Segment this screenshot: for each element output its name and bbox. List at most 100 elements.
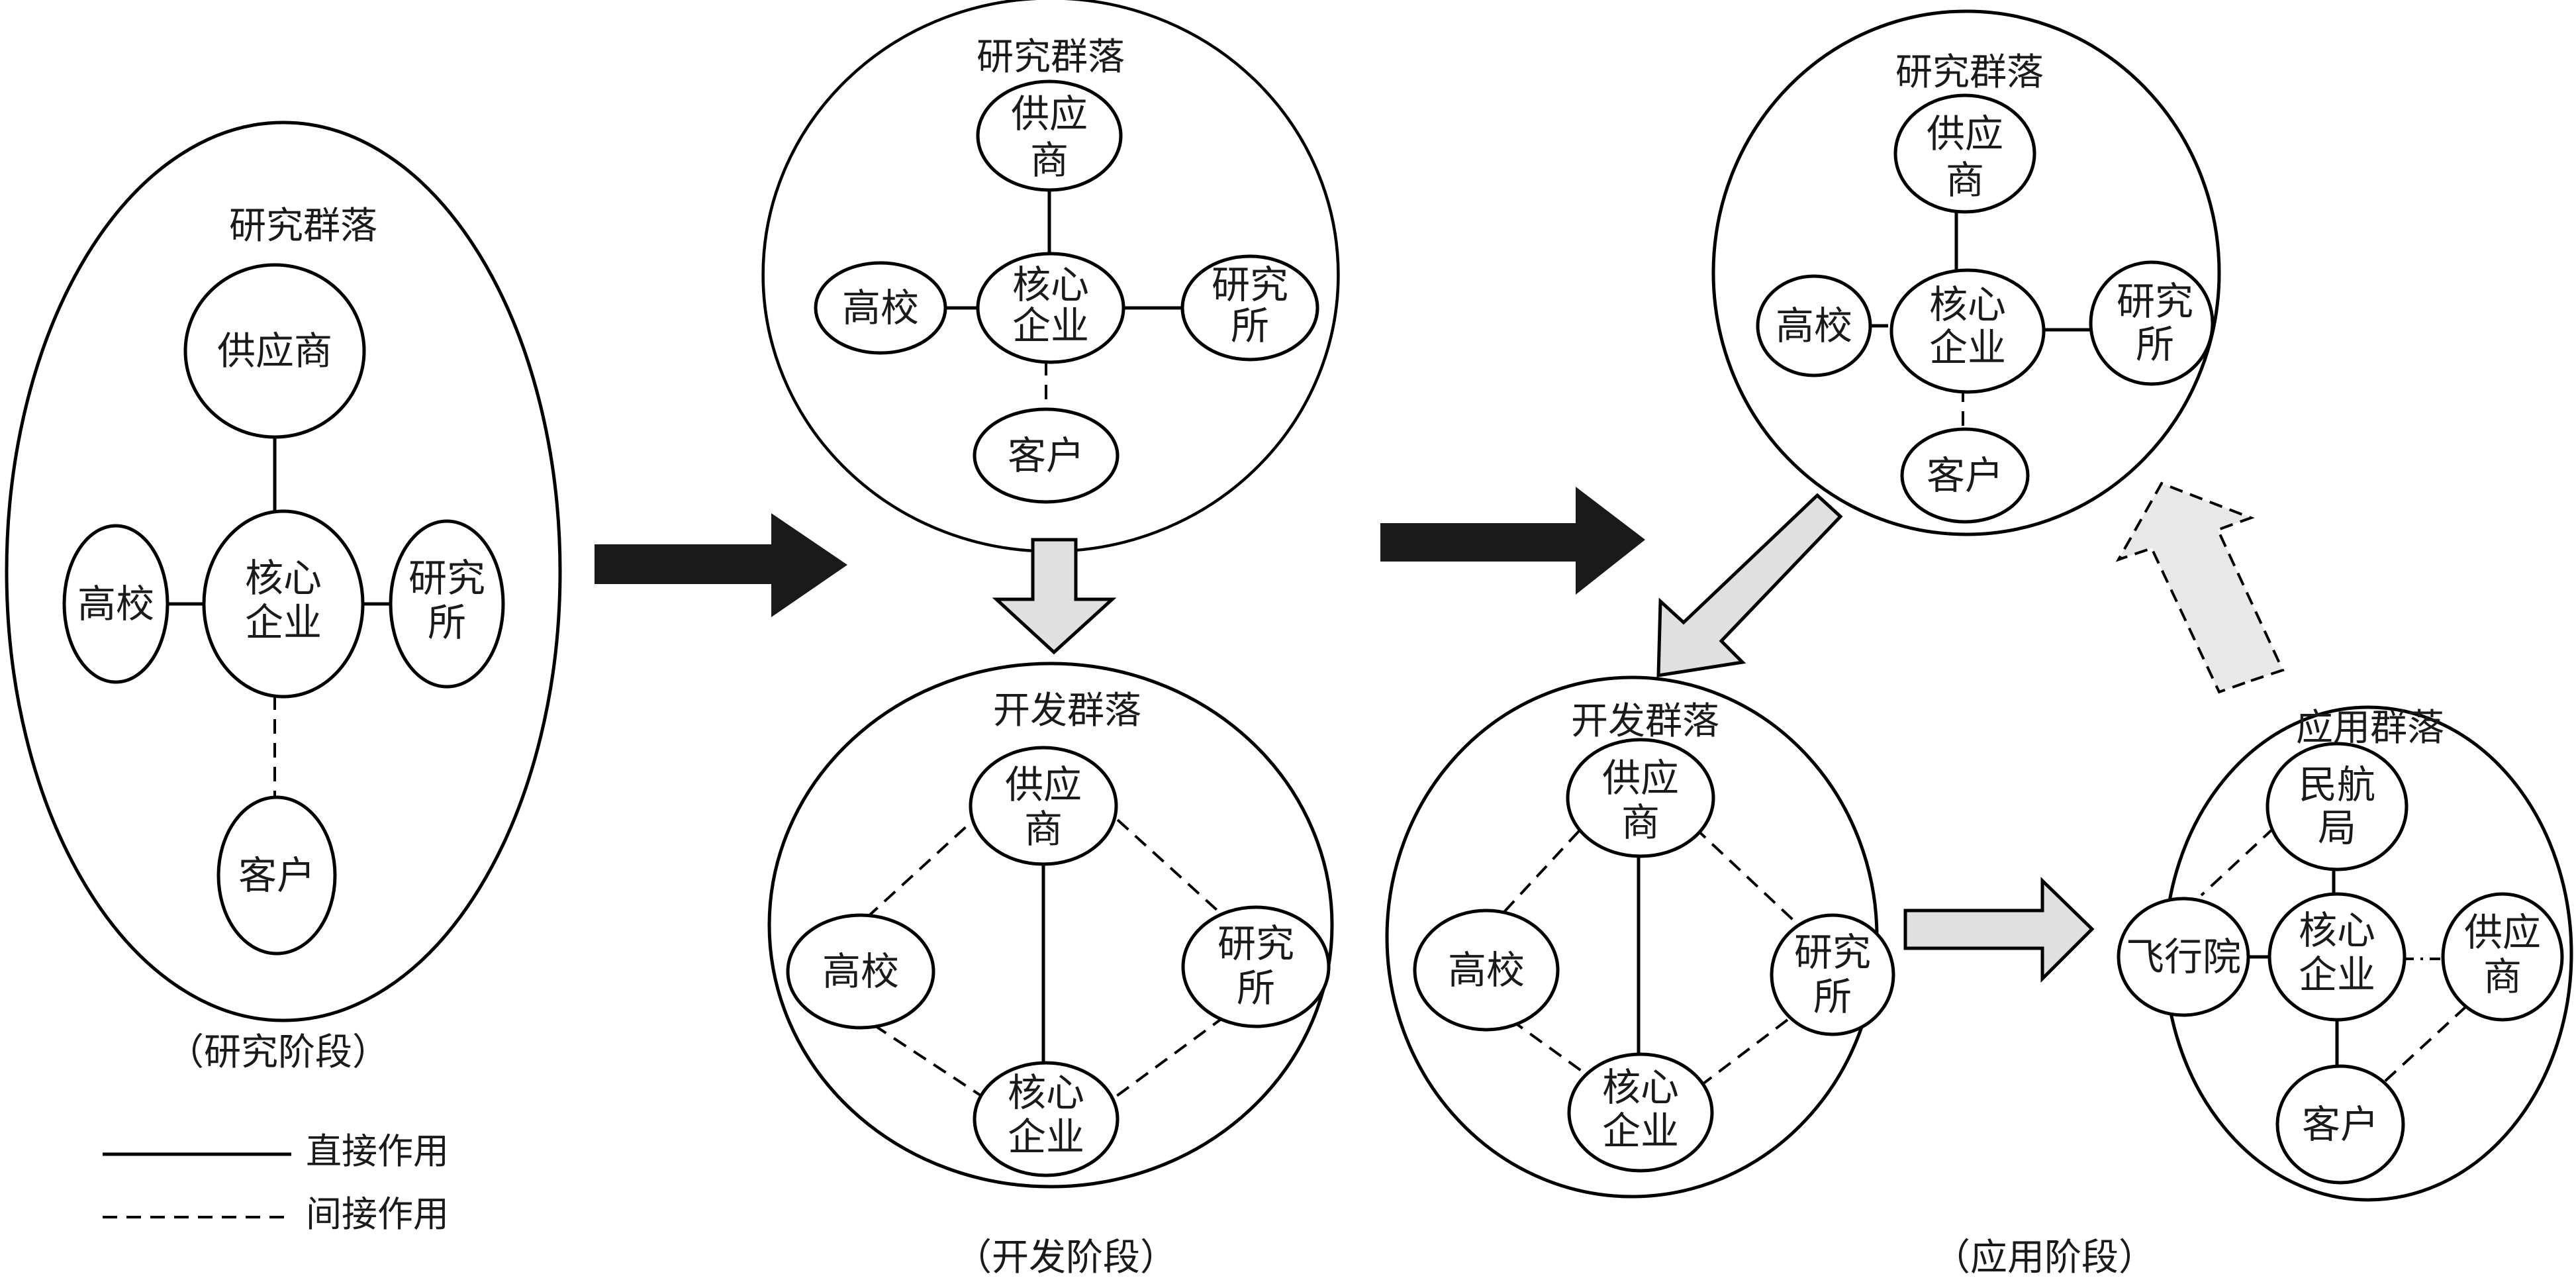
node-label: 研究 <box>1217 921 1294 966</box>
legend-indirect-label: 间接作用 <box>306 1193 449 1235</box>
node-label: 研究 <box>408 556 485 601</box>
node-core-enterprise <box>202 509 365 699</box>
cluster-title: 研究群落 <box>1895 51 2044 94</box>
app-stage-dev-cluster: 开发群落 供应 商 高校 研究 所 核心 企业 <box>1385 675 1895 1199</box>
flow-arrow-research-to-dev-diagonal <box>1656 493 1843 677</box>
node-core-enterprise <box>1889 268 2046 394</box>
node-supplier <box>1893 93 2036 214</box>
node-label: 高校 <box>842 285 919 330</box>
cluster-title: 开发群落 <box>1571 700 1719 743</box>
node-supplier <box>1566 738 1715 858</box>
node-label: 供应 <box>1011 91 1088 136</box>
node-university <box>62 524 169 684</box>
feedback-arrow-app-to-research <box>2115 481 2285 694</box>
node-label: 客户 <box>2302 1102 2379 1147</box>
node-label: 供应 <box>1927 111 2003 156</box>
node-label: 供应 <box>1602 756 1679 801</box>
node-label: 所 <box>2136 322 2174 367</box>
node-label: 商 <box>1946 158 1984 203</box>
research-stage-cluster: 研究群落 供应商 高校 核心 企业 研究 所 客户 <box>5 121 562 1022</box>
node-university <box>1756 274 1872 377</box>
node-supplier <box>183 263 366 439</box>
node-core-enterprise <box>2267 892 2407 1022</box>
node-label: 供应商 <box>217 328 332 373</box>
node-customer <box>973 407 1120 504</box>
app-stage-app-cluster: 应用群落 民航 局 飞行院 核心 企业 供应 商 客户 <box>2117 705 2573 1202</box>
node-caac <box>2266 742 2409 871</box>
node-institute <box>1180 254 1319 362</box>
node-label: 核心 <box>245 556 322 601</box>
node-label: 核心 <box>2299 908 2375 953</box>
node-label: 供应 <box>1005 762 1082 807</box>
node-label: 客户 <box>238 853 315 898</box>
dev-stage-research-cluster: 研究群落 供应 商 高校 核心 企业 研究 所 客户 <box>761 0 1340 553</box>
dev-cluster-boundary <box>767 662 1334 1189</box>
node-label: 商 <box>2483 954 2522 999</box>
node-university <box>1413 909 1560 1032</box>
node-label: 核心 <box>1012 262 1089 307</box>
node-supplier <box>969 746 1118 866</box>
edge-supplier-university <box>866 810 984 918</box>
node-university <box>814 261 947 355</box>
node-label: 高校 <box>77 581 154 626</box>
node-core-enterprise <box>1567 1052 1714 1173</box>
edge-supplier-university <box>1495 830 1580 922</box>
edge-supplier-institute <box>1693 826 1802 928</box>
node-label: 商 <box>1621 800 1660 845</box>
node-label: 企业 <box>1008 1114 1084 1160</box>
node-label: 企业 <box>1012 303 1089 348</box>
node-label: 高校 <box>1448 948 1525 993</box>
node-core-enterprise <box>976 252 1125 364</box>
app-stage-research-cluster: 研究群落 供应 商 高校 核心 企业 研究 所 客户 <box>1711 9 2221 536</box>
cluster-title: 研究群落 <box>229 205 377 248</box>
node-customer <box>216 795 337 956</box>
node-label: 研究 <box>1794 930 1871 975</box>
cluster-title: 应用群落 <box>2296 707 2444 750</box>
node-label: 飞行院 <box>2126 934 2241 979</box>
node-label: 研究 <box>2117 279 2193 324</box>
node-label: 民航 <box>2299 762 2375 807</box>
legend-direct-label: 直接作用 <box>306 1130 449 1172</box>
edge-caac-flight-academy <box>2200 826 2275 897</box>
stage-label-dev: （开发阶段） <box>955 1236 1177 1279</box>
cluster-title: 开发群落 <box>993 689 1141 732</box>
node-label: 高校 <box>822 949 899 994</box>
edge-institute-core <box>1699 1018 1789 1087</box>
node-customer <box>1900 427 2030 524</box>
cluster-title: 研究群落 <box>977 36 1125 79</box>
node-label: 商 <box>1030 138 1069 183</box>
node-label: 客户 <box>1008 433 1084 478</box>
node-label: 高校 <box>1776 303 1852 348</box>
stage-label-app: （应用阶段） <box>1933 1236 2156 1279</box>
node-label: 商 <box>1024 807 1063 852</box>
stage-arrow-2 <box>1380 487 1645 595</box>
node-label: 客户 <box>1927 453 2003 498</box>
node-label: 所 <box>428 600 466 645</box>
node-label: 企业 <box>245 600 322 645</box>
node-institute <box>1770 913 1895 1036</box>
dev-stage-dev-cluster: 开发群落 供应 商 高校 研究 所 核心 企业 <box>767 662 1334 1189</box>
node-label: 供应 <box>2464 910 2541 955</box>
node-label: 核心 <box>1929 282 2006 327</box>
node-customer <box>2275 1064 2405 1185</box>
node-university <box>786 913 935 1030</box>
stage-arrow-1 <box>595 513 847 617</box>
edge-university-core <box>1509 1018 1584 1073</box>
node-label: 核心 <box>1602 1065 1679 1110</box>
node-label: 局 <box>2318 805 2356 850</box>
node-label: 研究 <box>1212 262 1288 307</box>
node-core-enterprise <box>973 1061 1120 1177</box>
flow-arrow-dev-to-app <box>1903 877 2095 983</box>
node-supplier <box>2441 892 2564 1022</box>
flow-arrow-research-to-dev <box>992 538 1117 655</box>
node-label: 核心 <box>1008 1070 1084 1115</box>
node-institute <box>2089 260 2215 386</box>
node-label: 企业 <box>2299 952 2375 997</box>
node-flight-academy <box>2117 897 2250 1017</box>
edge-supplier-institute <box>1116 818 1226 918</box>
node-label: 企业 <box>1929 325 2006 370</box>
node-label: 企业 <box>1602 1109 1679 1154</box>
node-institute <box>1181 905 1331 1028</box>
legend: 直接作用 间接作用 <box>103 1130 449 1235</box>
